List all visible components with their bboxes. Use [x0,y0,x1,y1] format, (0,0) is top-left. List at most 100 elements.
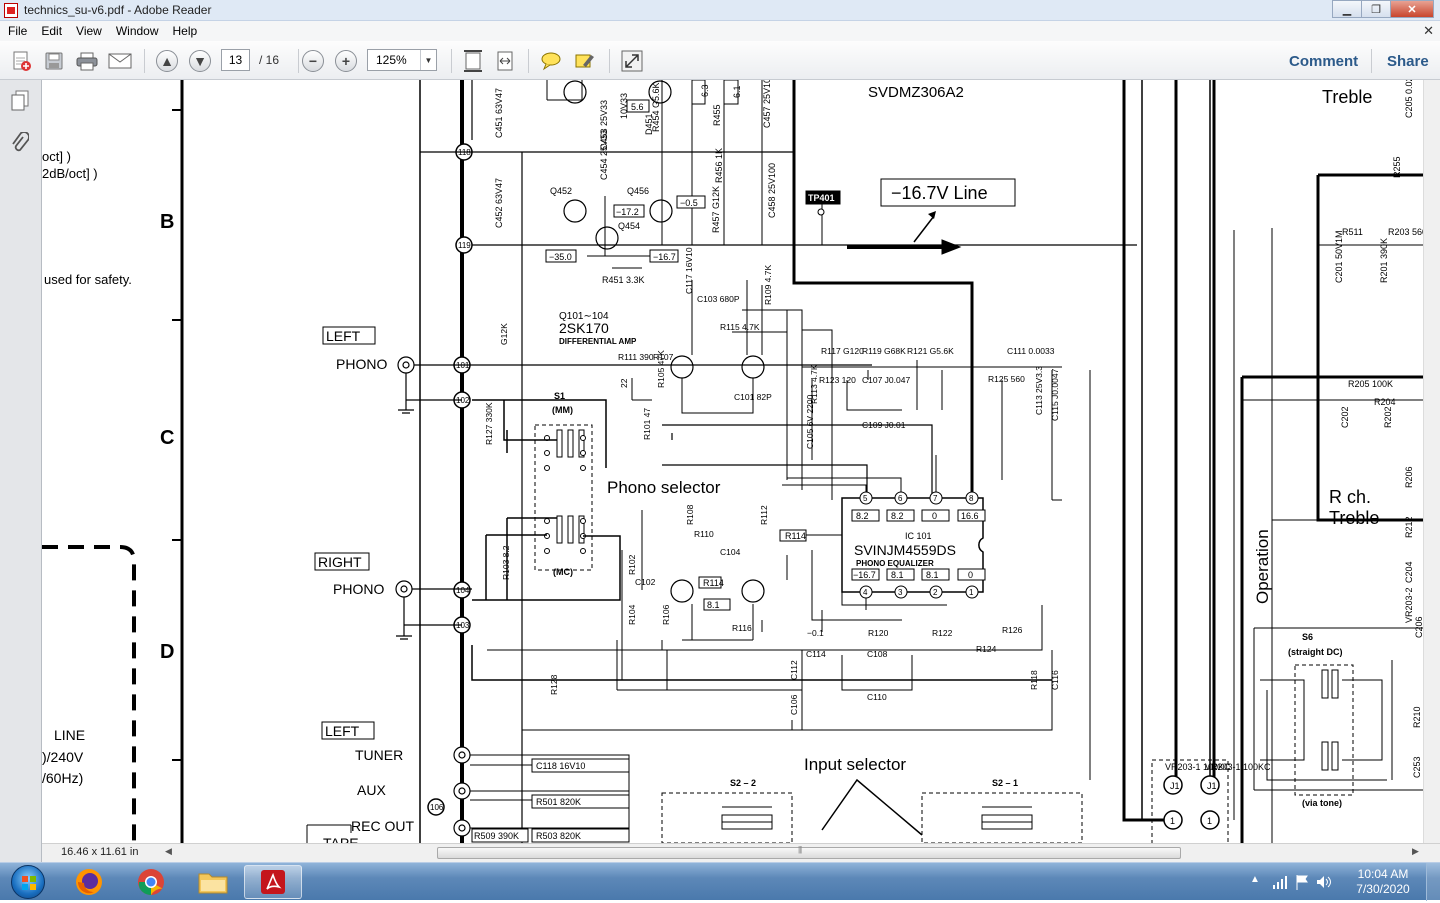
label-treble-top: Treble [1322,87,1372,107]
svg-text:R111 390: R111 390 [618,352,654,362]
menu-edit[interactable]: Edit [41,24,63,38]
svg-text:R122: R122 [932,628,953,638]
label-operation: Operation [1253,529,1272,604]
svg-text:7: 7 [933,494,938,503]
svg-text:C102: C102 [635,577,656,587]
switch-s6: S6 [1302,632,1313,642]
taskbar-chrome[interactable] [122,865,180,899]
scroll-right-icon[interactable]: ▶ [1412,846,1419,856]
svg-text:5: 5 [863,494,868,503]
svg-text:R115 4.7K: R115 4.7K [720,322,760,332]
start-button[interactable] [4,864,52,900]
svg-text:119: 119 [458,241,471,250]
label-phono-selector: Phono selector [607,478,721,497]
highlight-button[interactable] [572,49,598,73]
svg-text:C113 25V3.3: C113 25V3.3 [1034,366,1044,415]
svg-text:R113 4.7K: R113 4.7K [809,364,819,404]
close-document-icon[interactable]: ✕ [1423,23,1434,38]
toolbar-separator [1371,49,1372,73]
svg-text:C452 63V47: C452 63V47 [494,178,504,228]
svg-text:R511: R511 [1342,227,1363,237]
menu-view[interactable]: View [76,24,102,38]
save-button[interactable] [41,49,67,73]
label-phono-right: PHONO [333,581,384,597]
expand-button[interactable] [619,49,645,73]
menu-help[interactable]: Help [172,24,198,38]
taskbar-firefox[interactable] [60,865,118,899]
connector-106: 106 [427,798,445,816]
speech-bubble-icon [541,52,561,71]
svg-text:16.6: 16.6 [961,511,979,521]
previous-page-button[interactable]: ▲ [154,49,180,73]
scroll-left-icon[interactable]: ◀ [165,846,172,856]
create-pdf-button[interactable] [8,49,34,73]
zoom-in-button[interactable]: + [333,49,359,73]
show-desktop-button[interactable] [1426,863,1440,901]
switch-s6-via-tone: (via tone) [1302,798,1342,808]
fit-page-button[interactable] [460,49,486,73]
svg-text:1: 1 [1207,816,1212,826]
svg-text:Q454: Q454 [618,221,640,231]
svg-text:C206: C206 [1414,616,1423,638]
flag-icon[interactable] [1295,874,1309,890]
share-button[interactable]: Share [1387,53,1429,70]
next-page-button[interactable]: ▼ [187,49,213,73]
minimize-button[interactable]: ▁ [1332,0,1362,18]
label-2sk170: 2SK170 [559,320,609,336]
window-controls: ▁ ❐ ✕ [1332,0,1434,18]
vertical-scrollbar[interactable] [1423,80,1440,843]
restore-button[interactable]: ❐ [1361,0,1391,18]
svg-text:R120: R120 [868,628,889,638]
taskbar-file-explorer[interactable] [184,865,242,899]
svg-text:C103 680P: C103 680P [697,294,740,304]
svg-text:R109 4.7K: R109 4.7K [763,265,773,305]
chevron-down-icon[interactable]: ▼ [420,50,436,70]
label-differential-amp: DIFFERENTIAL AMP [559,337,637,346]
svg-text:R201 390K: R201 390K [1379,238,1389,283]
attachments-button[interactable] [9,132,31,154]
svg-text:C116: C116 [1050,670,1060,690]
add-note-button[interactable] [538,49,564,73]
email-button[interactable] [107,49,133,73]
switch-s6-straight-dc: (straight DC) [1288,647,1343,657]
menu-file[interactable]: File [8,24,28,38]
network-icon[interactable] [1272,875,1288,889]
page-number-input[interactable]: 13 [221,49,250,71]
zoom-out-button[interactable]: − [300,49,326,73]
print-button[interactable] [74,49,100,73]
comment-button[interactable]: Comment [1289,53,1359,70]
svg-text:104: 104 [456,586,470,595]
svg-text:C451 63V47: C451 63V47 [494,88,504,138]
taskbar: ▲ 10:04 AM 7/30/2020 [0,862,1440,901]
show-hidden-icons[interactable]: ▲ [1250,874,1260,885]
speaker-icon[interactable] [1316,874,1332,890]
svg-text:C111 0.0033: C111 0.0033 [1007,346,1055,356]
folder-icon [198,873,228,894]
note-frequency: /60Hz) [42,770,83,786]
toolbar-separator [451,49,452,73]
toolbar-separator [144,49,145,73]
close-button[interactable]: ✕ [1390,0,1434,18]
taskbar-adobe-reader[interactable] [244,865,302,899]
svg-text:R121 G5.6K: R121 G5.6K [907,346,954,356]
svg-text:C457 25V100: C457 25V100 [762,80,772,128]
create-pdf-icon [13,51,31,71]
svg-text:C105 6V 2200: C105 6V 2200 [805,394,815,449]
fit-width-icon [497,51,513,71]
grid-row-d: D [160,641,174,663]
zoom-select[interactable]: 125% ▼ [367,49,437,71]
note-2db-oct: 2dB/oct] ) [42,166,98,181]
svg-text:−17.2: −17.2 [616,207,639,217]
line-label-16v7: −16.7V Line [891,183,988,203]
svg-text:6.3: 6.3 [700,84,710,97]
page-thumbnails-button[interactable] [9,90,31,112]
document-view[interactable]: B C D oct] ) 2dB/oct] ) used for safety.… [42,80,1440,843]
svg-text:106: 106 [430,803,444,812]
horizontal-scroll-thumb[interactable] [437,845,1181,859]
menu-window[interactable]: Window [115,24,159,38]
clock[interactable]: 10:04 AM 7/30/2020 [1348,867,1418,897]
label-rch-treble: Treble [1329,508,1379,528]
svg-text:2: 2 [933,588,938,597]
fit-width-button[interactable] [492,49,518,73]
svg-text:8.1: 8.1 [707,600,720,610]
